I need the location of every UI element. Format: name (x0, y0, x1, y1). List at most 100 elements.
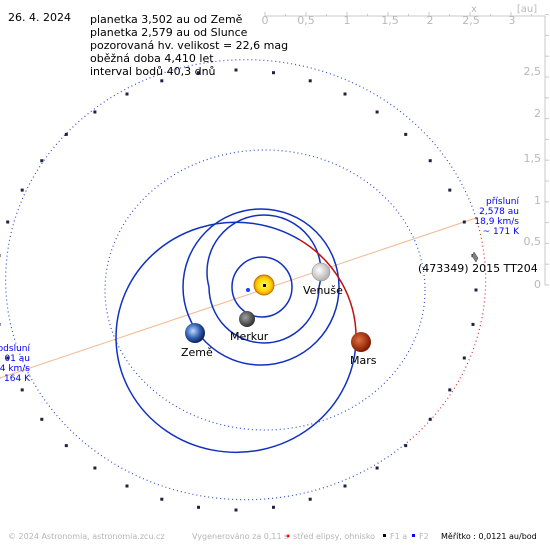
earth-label: Země (181, 346, 213, 359)
orbit-point-marker (474, 288, 478, 292)
orbit-point-marker (272, 505, 275, 509)
asteroid-orbit (0, 59, 487, 512)
x-tick-label: 2,5 (462, 14, 480, 27)
orbit-point-marker (93, 466, 97, 470)
orbit-point-marker (343, 484, 347, 488)
x-tick-label: 1 (344, 14, 351, 27)
aphelion-label: přísluní 2,578 au 18,9 km/s ~ 171 K (474, 197, 520, 237)
perihelion-temperature: ~ 164 K (0, 374, 31, 384)
aphelion-temperature: ~ 171 K (483, 227, 520, 237)
info-block: planetka 3,502 au od Země planetka 2,579… (90, 13, 288, 78)
apsis-line (0, 217, 477, 379)
earth: Země (181, 323, 213, 359)
footer-legend-f1: F1 a (390, 532, 408, 541)
info-period: oběžná doba 4,410 let (90, 52, 214, 65)
earth-orbit (182, 208, 340, 366)
info-point-interval: interval bodů 40,3 dnů (90, 65, 216, 78)
asteroid: (473349) 2015 TT204 (418, 251, 538, 275)
orbit-point-marker (40, 417, 44, 421)
orbit-point-marker (160, 497, 164, 501)
info-magnitude: pozorovaná hv. velikost = 22,6 mag (90, 39, 289, 52)
orbit-point-marker (375, 110, 379, 114)
x-tick-label: 1,5 (381, 14, 399, 27)
y-tick-label: 0 (534, 278, 541, 291)
orbit-point-marker (471, 322, 475, 326)
sun (253, 274, 275, 296)
orbit-point-marker (6, 220, 10, 224)
orbit-point-marker (40, 159, 44, 163)
orbit-point-marker (234, 508, 238, 512)
y-tick-label: 1,5 (524, 152, 542, 165)
asteroid-orbit-red (409, 217, 487, 441)
orbit-point-marker (343, 92, 347, 96)
mars-label: Mars (350, 354, 377, 367)
footer-scale: Měřítko : 0,0121 au/bod (441, 532, 537, 541)
orbit-point-marker (0, 322, 1, 326)
y-axis-label: [au] (517, 4, 537, 15)
venus-disc (311, 262, 331, 282)
venus-label: Venuše (303, 284, 343, 297)
mars: Mars (350, 332, 377, 367)
orbit-point-marker (428, 417, 432, 421)
legend-f2-marker (412, 534, 415, 537)
perihelion-title: odsluní (0, 344, 30, 354)
y-tick-label: 1 (534, 194, 541, 207)
orbit-point-marker (125, 92, 129, 96)
perihelion-distance: 01 au (4, 354, 30, 364)
y-tick-label: 0,5 (524, 235, 542, 248)
mars-orbit (115, 221, 357, 454)
asteroid-orbit-blue (5, 59, 477, 501)
perihelion-speed: 7,4 km/s (0, 364, 30, 374)
orbit-point-marker (404, 132, 408, 136)
x-tick-label: 0,5 (297, 14, 315, 27)
aphelion-distance: 2,578 au (479, 207, 519, 217)
footer-generated: Vygenerováno za 0,11 s (192, 532, 289, 541)
aphelion-title: přísluní (486, 197, 520, 207)
venus: Venuše (303, 262, 343, 297)
sun-marker (246, 288, 250, 292)
mars-orbit-red (299, 239, 357, 341)
orbit-point-marker (20, 388, 24, 392)
orbit-point-marker (375, 466, 379, 470)
orbit-point-marker (308, 79, 312, 83)
orbit-point-marker (64, 444, 68, 448)
x-tick-label: 0 (262, 14, 269, 27)
orbit-point-marker (448, 188, 452, 192)
mercury-disc (239, 311, 255, 327)
orbit-point-marker (272, 71, 275, 75)
mercury: Merkur (230, 311, 269, 343)
orbit-point-marker (234, 68, 238, 72)
orbit-point-marker (428, 159, 432, 163)
y-tick-label: 2,5 (524, 65, 542, 78)
axes: 0 0,5 1 1,5 2 2,5 3 x [au] 2,5 2 1,5 1 0… (262, 4, 549, 291)
mars-disc (351, 332, 371, 352)
planet-orbits (104, 149, 426, 454)
sun-center-marker (263, 284, 266, 287)
legend-f1-marker (383, 534, 386, 537)
asteroid-label: (473349) 2015 TT204 (418, 262, 538, 275)
orbit-point-marker (125, 484, 129, 488)
info-distance-earth: planetka 3,502 au od Země (90, 13, 243, 26)
perihelion-label: odsluní 01 au 7,4 km/s ~ 164 K (0, 344, 31, 384)
inner-dotted-ring (104, 149, 426, 431)
legend-center-marker (286, 534, 290, 538)
orbit-point-marker (462, 220, 466, 224)
orbit-point-marker (404, 444, 408, 448)
info-distance-sun: planetka 2,579 au od Slunce (90, 26, 248, 39)
footer-copyright: © 2024 Astronomia, astronomia.zcu.cz (8, 532, 165, 541)
orbit-point-marker (462, 356, 466, 360)
orbit-point-marker (197, 71, 200, 75)
orbit-point-marker (6, 356, 10, 360)
footer-legend-center: střed elipsy, ohnisko (293, 532, 376, 541)
orbit-point-marker (160, 79, 164, 83)
orbit-point-marker (308, 497, 312, 501)
x-axis-label: x (471, 4, 477, 15)
orbit-point-marker (93, 110, 97, 114)
earth-disc (185, 323, 205, 343)
orbit-point-marker (64, 132, 68, 136)
mercury-label: Merkur (230, 330, 269, 343)
orbit-point-marker (0, 254, 1, 258)
footer-legend-f2: F2 (419, 532, 429, 541)
x-tick-label: 2 (427, 14, 434, 27)
